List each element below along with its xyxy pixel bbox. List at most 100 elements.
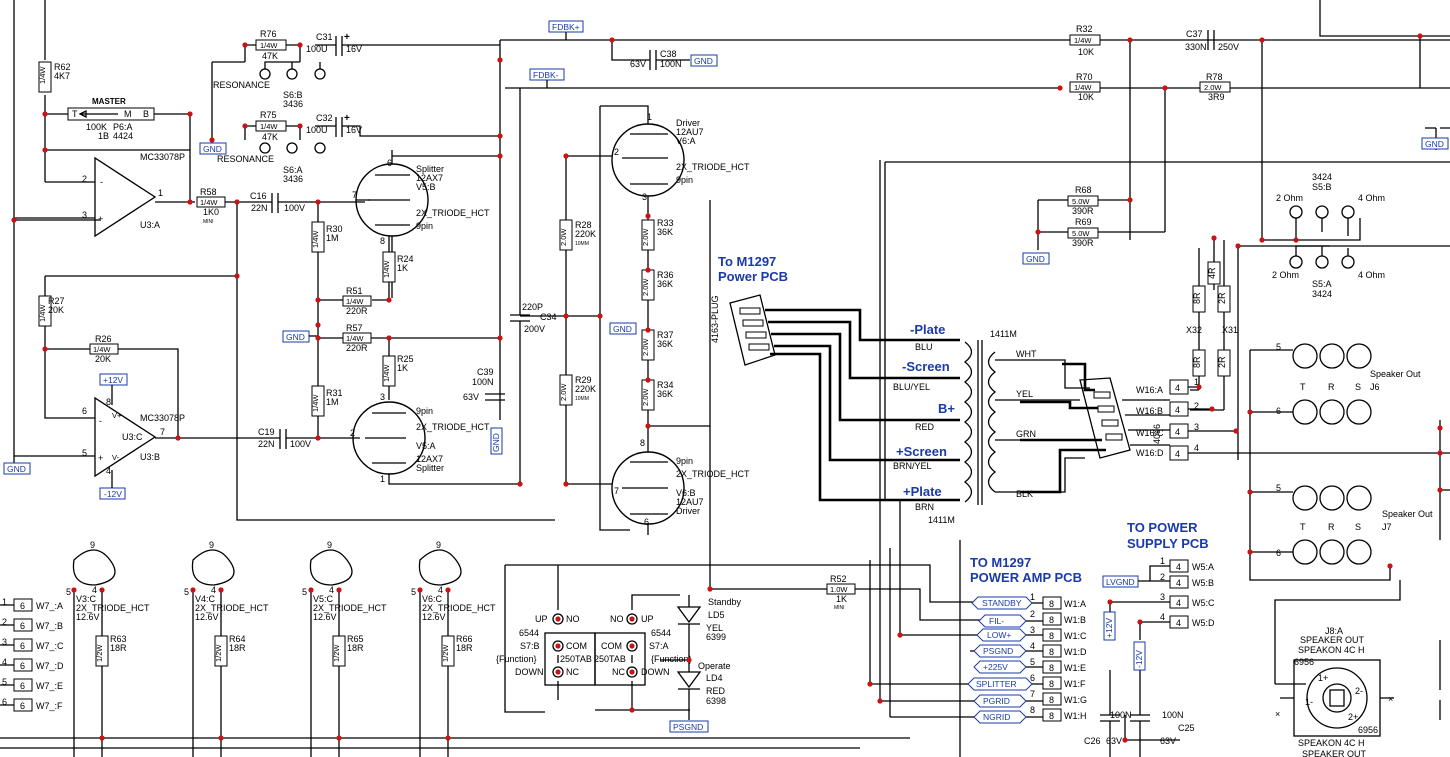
svg-text:W1:E: W1:E [1064, 663, 1086, 673]
svg-text:BLU/YEL: BLU/YEL [893, 382, 930, 392]
svg-text:R29: R29 [575, 375, 592, 385]
svg-text:DOWN: DOWN [641, 667, 670, 677]
svg-text:GND: GND [7, 464, 26, 474]
svg-text:R63: R63 [110, 634, 127, 644]
svg-text:J7: J7 [1382, 522, 1392, 532]
svg-text:2-: 2- [1355, 686, 1363, 696]
svg-text:1: 1 [647, 112, 652, 122]
svg-text:{Function}: {Function} [651, 654, 692, 664]
svg-text:YEL: YEL [1016, 389, 1033, 399]
svg-text:W1:F: W1:F [1064, 679, 1086, 689]
svg-text:FDBK+: FDBK+ [552, 22, 580, 32]
svg-text:W7_:A: W7_:A [36, 601, 63, 611]
svg-text:6544: 6544 [651, 628, 671, 638]
svg-text:8: 8 [380, 236, 385, 246]
svg-text:6: 6 [82, 406, 87, 416]
svg-text:1: 1 [1194, 377, 1199, 387]
svg-text:MINI: MINI [203, 219, 214, 225]
svg-text:Operate: Operate [698, 661, 731, 671]
svg-text:2 Ohm: 2 Ohm [1276, 193, 1303, 203]
svg-text:S5:B: S5:B [1312, 182, 1332, 192]
svg-text:5: 5 [2, 677, 7, 687]
svg-text:2.0W: 2.0W [1204, 83, 1222, 92]
svg-text:U3:B: U3:B [140, 452, 160, 462]
svg-text:2X_TRIODE_HCT: 2X_TRIODE_HCT [676, 162, 750, 172]
svg-text:Splitter: Splitter [416, 164, 444, 174]
svg-text:2: 2 [1194, 401, 1199, 411]
svg-text:WHT: WHT [1016, 349, 1037, 359]
svg-text:22N: 22N [251, 203, 268, 213]
svg-text:12AX7: 12AX7 [416, 454, 443, 464]
svg-text:8R: 8R [1192, 292, 1202, 304]
svg-text:R69: R69 [1075, 217, 1092, 227]
grid-resistors: 2.0W R28 220K 10MM 2.0W R29 220K 10MM GN… [520, 106, 637, 531]
svg-text:4: 4 [92, 585, 97, 595]
svg-text:1M: 1M [326, 397, 339, 407]
resonance-section: 1/4W R76 47K C31 100U 16V + RESONANCE S6… [199, 29, 500, 184]
svg-text:+225V: +225V [983, 662, 1008, 672]
svg-text:250TAB: 250TAB [594, 654, 626, 664]
svg-text:Power PCB: Power PCB [718, 269, 788, 284]
svg-text:R30: R30 [326, 224, 343, 234]
svg-text:3R9: 3R9 [1208, 92, 1225, 102]
tube-v6b: 8 7 6 9pin 2X_TRIODE_HCT V6:B 12AU7 Driv… [566, 426, 750, 535]
svg-text:20K: 20K [95, 354, 111, 364]
svg-text:W1:B: W1:B [1064, 615, 1086, 625]
svg-text:8R: 8R [1192, 356, 1202, 368]
svg-text:4: 4 [1176, 562, 1181, 572]
svg-text:1/4W: 1/4W [382, 364, 391, 382]
svg-text:STANDBY: STANDBY [982, 598, 1022, 608]
input-coupling-lower: C19 22N 100V [258, 427, 360, 449]
svg-text:1/4W: 1/4W [382, 260, 391, 278]
svg-text:R: R [1328, 522, 1335, 532]
svg-text:5: 5 [302, 587, 307, 597]
svg-text:W7_:C: W7_:C [36, 641, 64, 651]
svg-text:LD5: LD5 [708, 610, 725, 620]
svg-text:1M: 1M [326, 233, 339, 243]
svg-text:DOWN: DOWN [515, 667, 544, 677]
svg-text:2.0W: 2.0W [559, 383, 568, 401]
svg-text:47K: 47K [262, 51, 278, 61]
svg-text:R57: R57 [346, 323, 363, 333]
svg-text:3424: 3424 [1312, 172, 1332, 182]
svg-text:R: R [1328, 382, 1335, 392]
svg-text:1K: 1K [397, 363, 408, 373]
svg-text:6: 6 [2, 697, 7, 707]
svg-text:SUPPLY PCB: SUPPLY PCB [1127, 536, 1209, 551]
svg-text:R75: R75 [260, 110, 277, 120]
svg-text:18R: 18R [110, 643, 127, 653]
svg-text:12.6V: 12.6V [313, 612, 337, 622]
svg-text:100N: 100N [472, 377, 494, 387]
svg-text:2R: 2R [1217, 356, 1227, 368]
svg-text:1: 1 [158, 188, 163, 198]
svg-text:1/4W: 1/4W [346, 334, 364, 343]
svg-text:3: 3 [642, 192, 647, 202]
svg-text:2.0W: 2.0W [641, 278, 650, 296]
svg-text:SPEAKON 4C H: SPEAKON 4C H [1298, 645, 1365, 655]
output-feedback: 1/4W R32 10K C37 330N 250V 1/4W R70 10K … [1069, 24, 1450, 240]
svg-text:4: 4 [1176, 598, 1181, 608]
svg-text:R24: R24 [397, 254, 414, 264]
svg-text:W1:G: W1:G [1064, 695, 1087, 705]
svg-text:100V: 100V [284, 203, 305, 213]
svg-text:TO POWER: TO POWER [1127, 520, 1198, 535]
svg-text:1K: 1K [836, 594, 847, 604]
top-wires [13, 0, 1450, 470]
svg-text:1/2W: 1/2W [332, 644, 341, 662]
opamp-u3b: 1/4W R27 20K 1/4W R26 20K - + 6 5 7 V+ V… [3, 275, 275, 500]
svg-text:X31: X31 [1222, 325, 1238, 335]
svg-text:GND: GND [491, 433, 501, 452]
svg-text:12AX7: 12AX7 [416, 173, 443, 183]
svg-text:220R: 220R [346, 306, 368, 316]
svg-text:8: 8 [1049, 679, 1054, 689]
svg-text:1/2W: 1/2W [441, 644, 450, 662]
svg-text:SPEAKER OUT: SPEAKER OUT [1302, 749, 1367, 757]
svg-text:4: 4 [1175, 427, 1180, 437]
plug-4163: To M1297 Power PCB 4163-PLUG [710, 254, 1170, 502]
svg-text:1: 1 [380, 474, 385, 484]
svg-text:GND: GND [1425, 139, 1444, 149]
svg-text:S7:B: S7:B [520, 641, 540, 651]
svg-text:3: 3 [1194, 422, 1199, 432]
svg-text:18R: 18R [347, 643, 364, 653]
